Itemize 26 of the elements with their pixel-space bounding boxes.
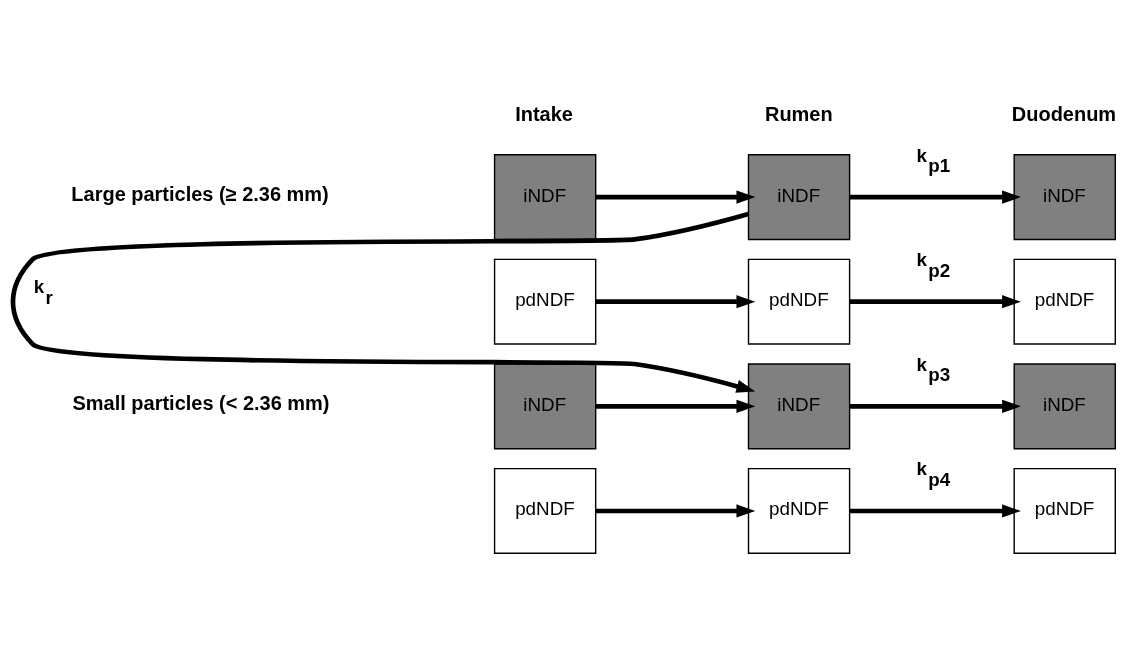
node-box: iNDF (1013, 362, 1116, 449)
node-box: iNDF (747, 153, 851, 240)
node-box: pdNDF (493, 467, 597, 554)
node-box: pdNDF (747, 258, 851, 345)
arrow (595, 294, 756, 308)
node-box: pdNDF (747, 467, 851, 554)
arrow (849, 503, 1021, 518)
label: Rumen (764, 102, 833, 125)
node-box: iNDF (493, 153, 597, 240)
arrow (10, 211, 756, 393)
node-box: pdNDF (1013, 258, 1116, 345)
node-box: pdNDF (493, 258, 597, 345)
arrow (595, 190, 756, 204)
arrow (595, 399, 756, 413)
label: Duodenum (1011, 102, 1117, 125)
label: Small particles (< 2.36 mm) (72, 391, 330, 414)
node-box: pdNDF (1013, 467, 1116, 554)
node-box: iNDF (747, 362, 851, 449)
node-box: iNDF (1013, 153, 1116, 240)
node-box: iNDF (493, 362, 597, 449)
arrow (849, 294, 1021, 308)
label: Large particles (≥ 2.36 mm) (71, 182, 329, 205)
label: Intake (515, 102, 573, 125)
arrow (849, 399, 1021, 413)
arrow (595, 503, 756, 518)
arrow (849, 190, 1021, 204)
